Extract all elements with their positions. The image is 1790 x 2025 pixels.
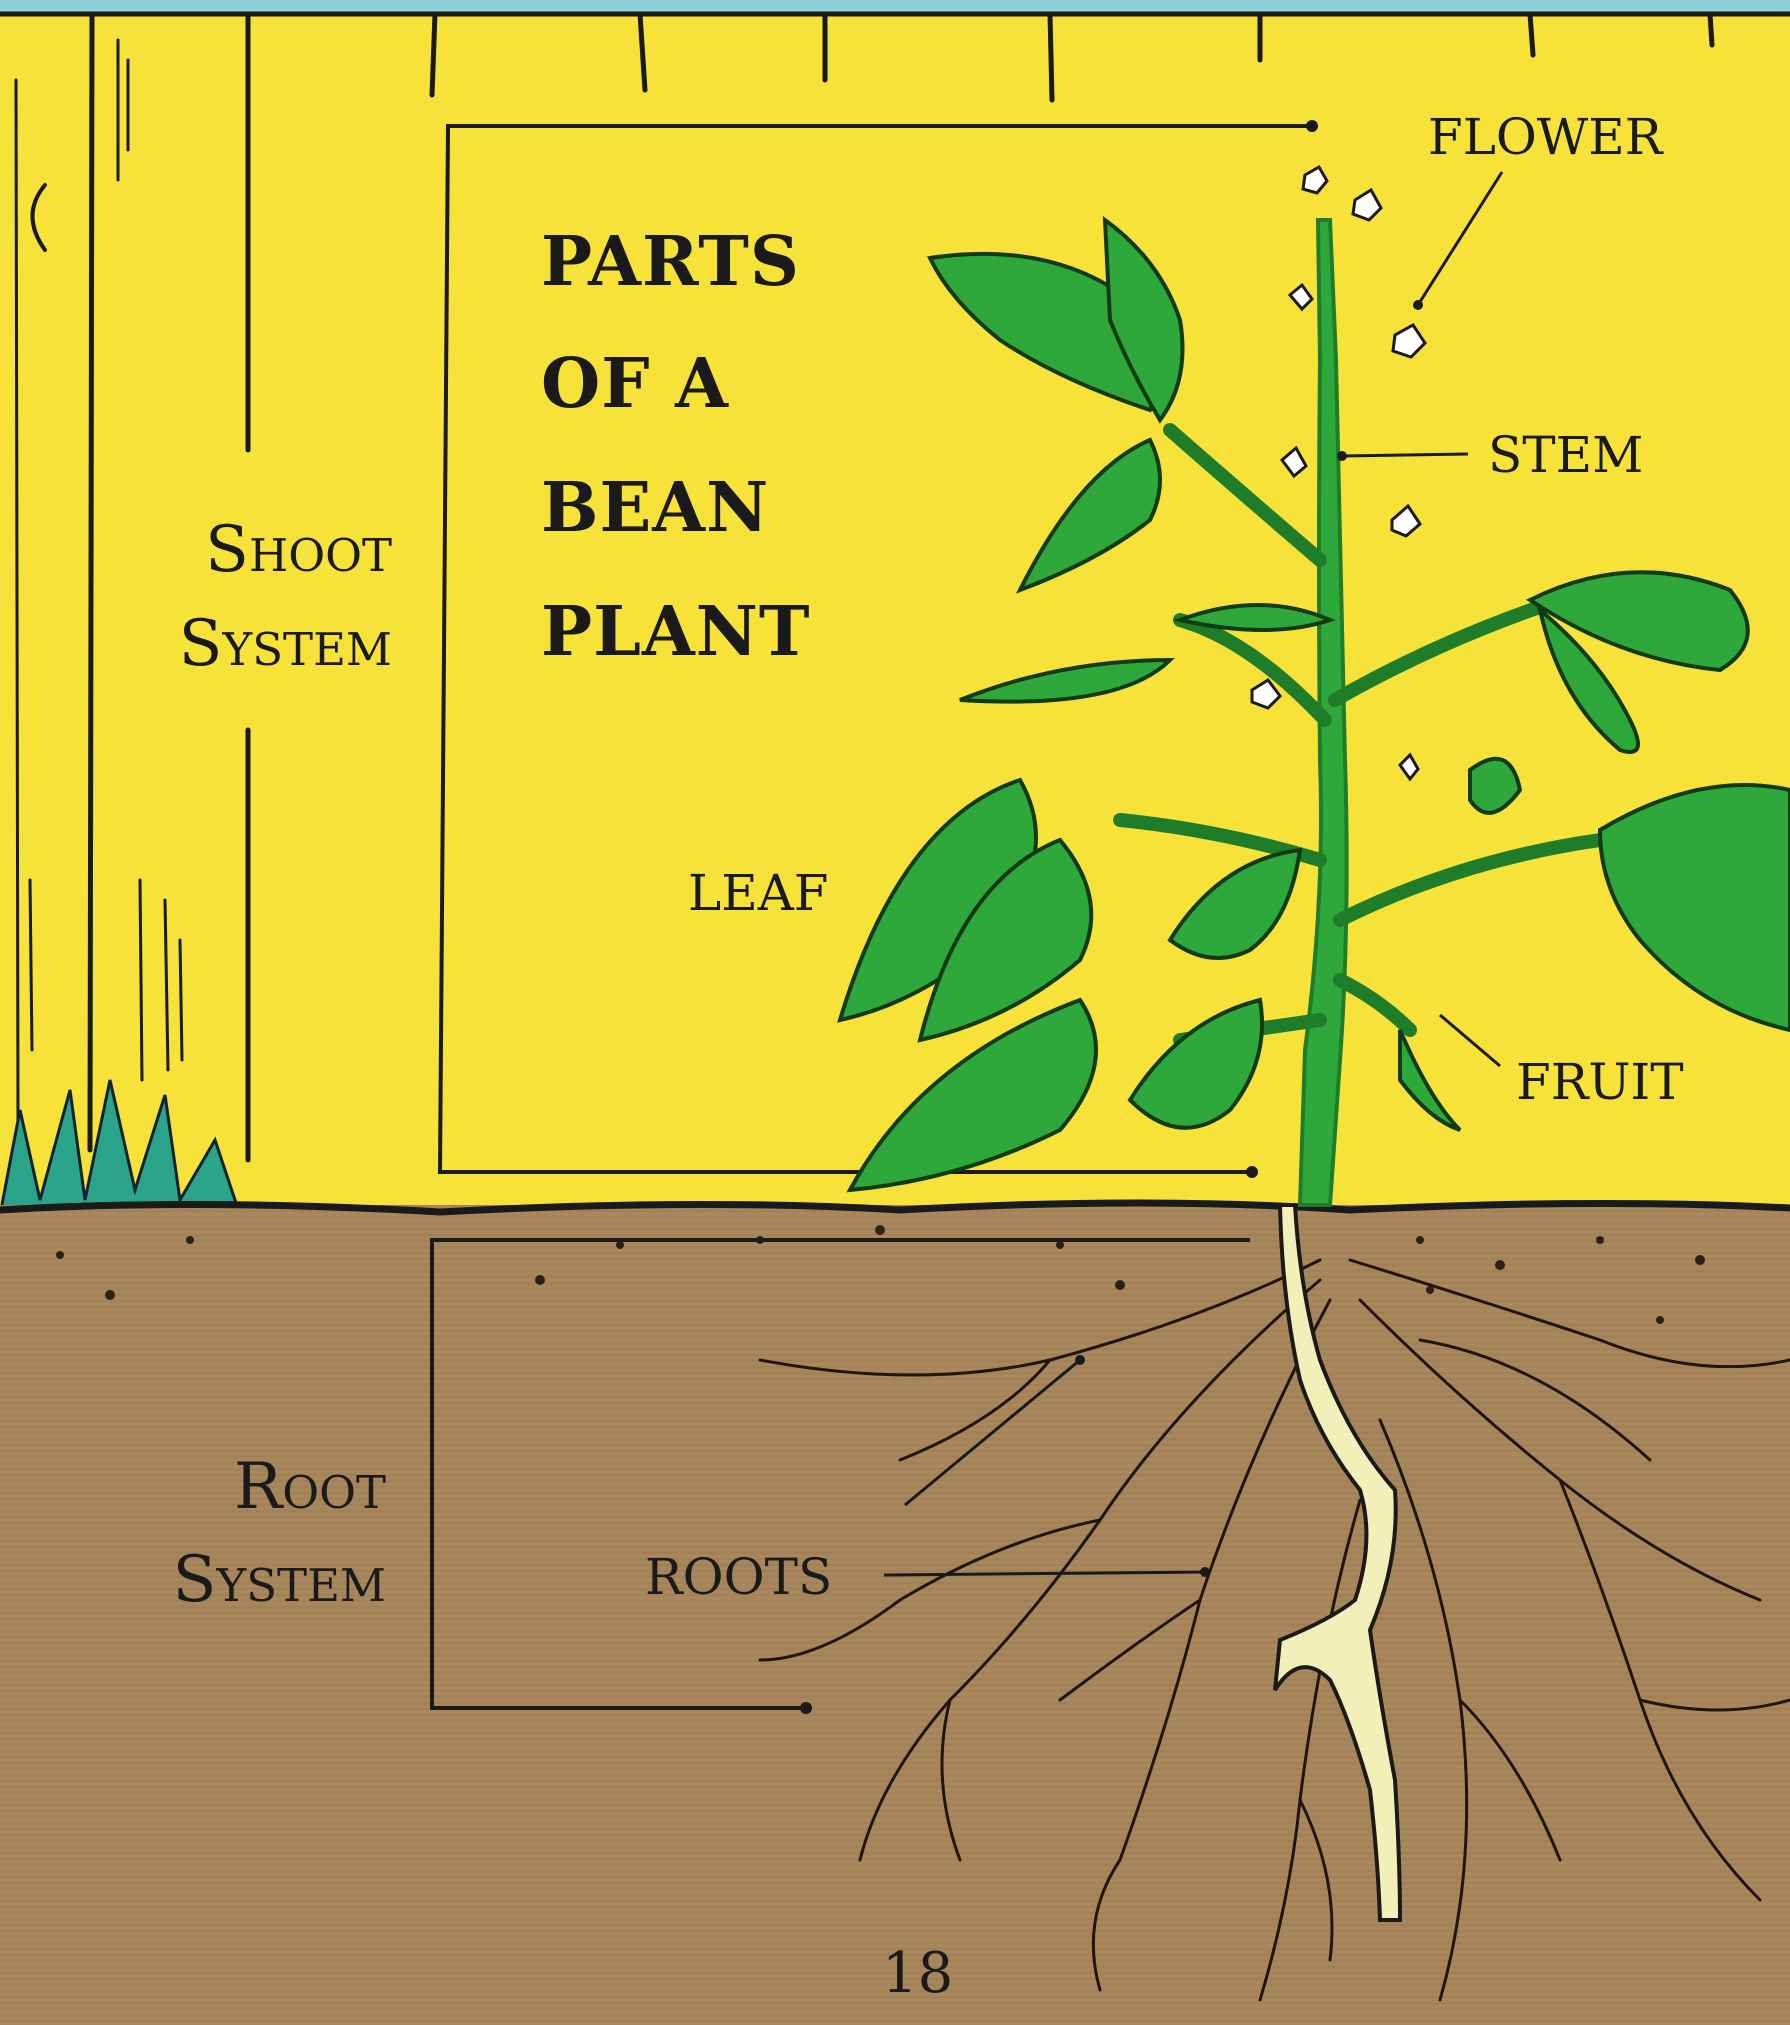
root-system-label-line1: Root: [234, 1455, 386, 1519]
shoot-bracket-dot-top: [1306, 120, 1318, 132]
fruit-label: FRUIT: [1516, 1057, 1684, 1107]
shoot-system-label-line1: Shoot: [205, 518, 392, 582]
shoot-system-label-line2: System: [179, 612, 392, 676]
title-line-2: OF A: [541, 350, 729, 418]
root-bracket-dot: [800, 1702, 812, 1714]
page-number: 18: [882, 1946, 953, 2002]
leaf-label: LEAF: [688, 868, 829, 918]
roots-label: ROOTS: [645, 1552, 832, 1602]
shoot-bracket-dot-bottom: [1246, 1166, 1258, 1178]
root-system-label-line2: System: [173, 1548, 386, 1612]
title-line-3: BEAN: [541, 474, 769, 542]
title-line-4: PLANT: [541, 598, 810, 666]
title-line-1: PARTS: [541, 228, 800, 296]
stem-label: STEM: [1488, 430, 1643, 480]
flower-label: FLOWER: [1428, 112, 1662, 162]
